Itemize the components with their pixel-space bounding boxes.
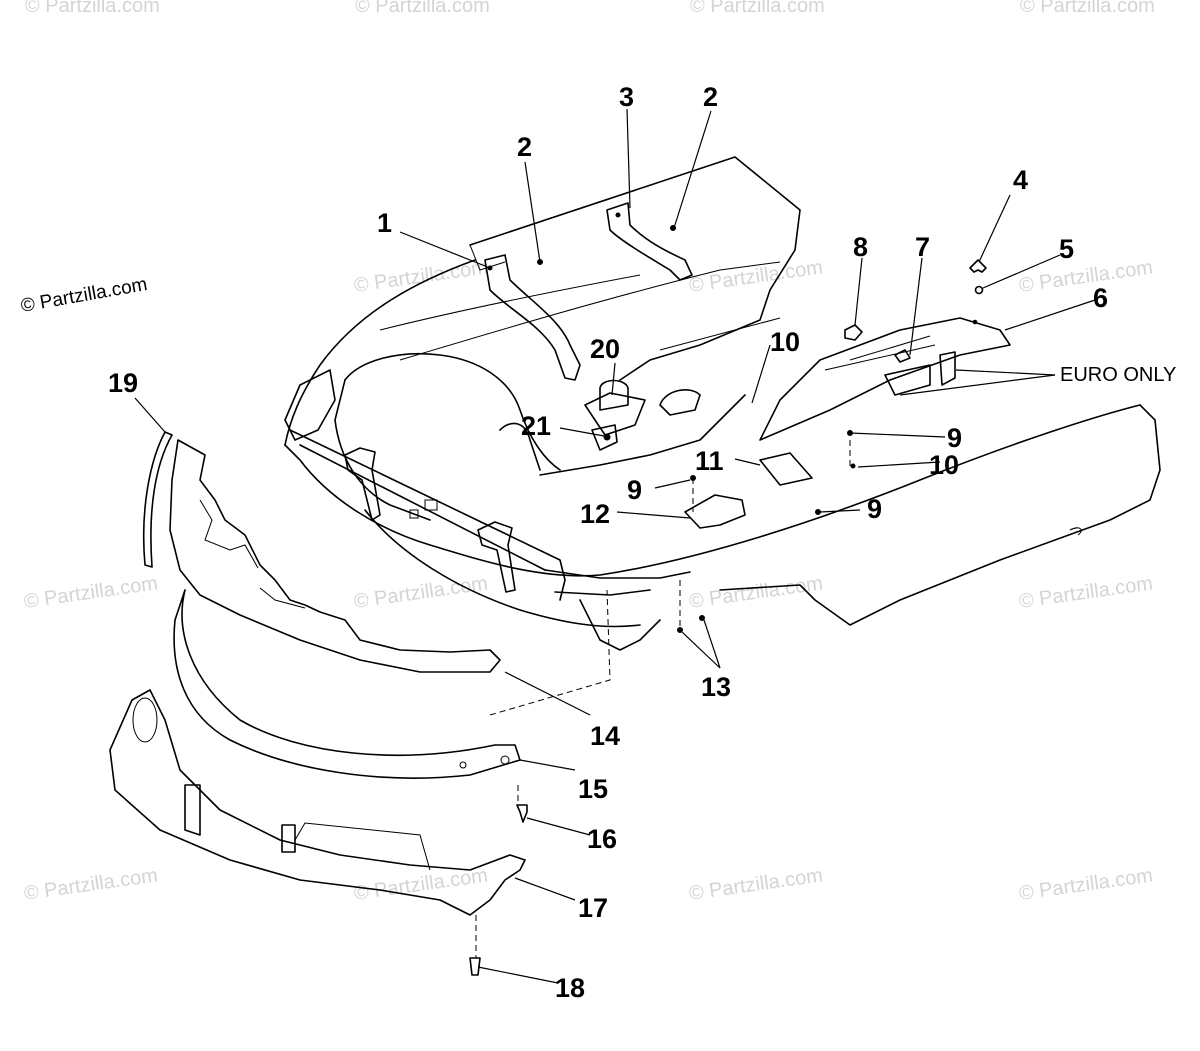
part-20-21 <box>584 379 701 451</box>
watermark-text: © Partzilla.com <box>688 572 825 613</box>
watermark-text: © Partzilla.com <box>688 256 825 297</box>
callout-6: 6 <box>1093 283 1108 313</box>
fasteners <box>469 804 528 976</box>
callout-7: 7 <box>915 232 930 262</box>
callout-13: 13 <box>701 672 731 702</box>
callout-21: 21 <box>521 411 551 441</box>
callout-11: 11 <box>695 446 724 476</box>
euro-only-note: EURO ONLY <box>1060 364 1176 386</box>
watermark-text: © Partzilla.com <box>1018 572 1155 613</box>
watermark-text: © Partzilla.com <box>353 572 490 613</box>
callout-5: 5 <box>1059 234 1074 264</box>
watermark-text: © Partzilla.com <box>690 0 825 17</box>
callout-2: 2 <box>517 132 532 162</box>
callout-8: 8 <box>853 232 868 262</box>
callout-2: 2 <box>703 82 718 112</box>
watermark-layer: © Partzilla.com © Partzilla.com © Partzi… <box>23 0 1155 905</box>
watermark-text: © Partzilla.com <box>25 0 160 17</box>
rail-assembly <box>759 259 1011 441</box>
hoop-brackets <box>484 202 693 381</box>
callout-19: 19 <box>108 368 138 398</box>
callout-labels: 1 2 2 3 4 5 6 7 8 9 9 9 10 10 11 12 13 1… <box>108 82 1108 1003</box>
chassis-drawing <box>284 156 1161 651</box>
callout-1: 1 <box>377 208 392 238</box>
callout-4: 4 <box>1013 165 1028 195</box>
callout-10: 10 <box>929 450 959 480</box>
callout-9: 9 <box>867 494 882 524</box>
watermark-text: © Partzilla.com <box>23 572 160 613</box>
callout-16: 16 <box>587 824 617 854</box>
watermark-text: © Partzilla.com <box>1018 256 1155 297</box>
callout-15: 15 <box>578 774 608 804</box>
lower-guard-17 <box>109 689 526 916</box>
callout-14: 14 <box>590 721 620 751</box>
callout-9: 9 <box>947 423 962 453</box>
watermark-text: © Partzilla.com <box>688 864 825 905</box>
bumper-14 <box>169 439 501 673</box>
watermark-text: © Partzilla.com <box>355 0 490 17</box>
watermark-text: © Partzilla.com <box>23 864 160 905</box>
alignment-lines <box>475 440 851 958</box>
callout-12: 12 <box>580 499 610 529</box>
callout-3: 3 <box>619 82 634 112</box>
callout-10: 10 <box>770 327 800 357</box>
watermark-text: © Partzilla.com <box>1018 864 1155 905</box>
callout-18: 18 <box>555 973 585 1003</box>
bumper-bar-15 <box>173 589 521 779</box>
callout-17: 17 <box>578 893 608 923</box>
partzilla-credit: © Partzilla.com <box>19 274 149 317</box>
callout-9: 9 <box>627 475 642 505</box>
callout-20: 20 <box>590 334 620 364</box>
trim-strip-19 <box>142 431 173 568</box>
watermark-text: © Partzilla.com <box>1020 0 1155 17</box>
leader-lines <box>134 108 1096 984</box>
